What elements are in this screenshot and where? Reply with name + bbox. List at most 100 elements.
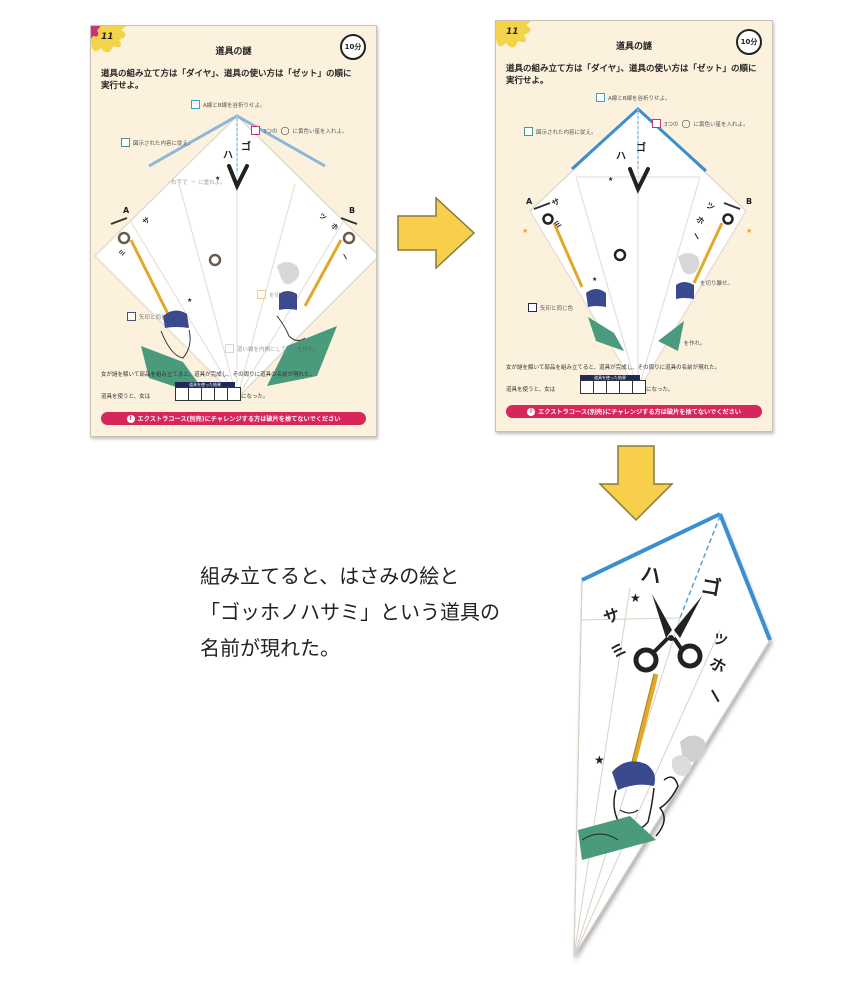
- answer-cell[interactable]: [620, 381, 633, 393]
- time-badge: 10分: [736, 29, 762, 55]
- answer-cell[interactable]: [594, 381, 607, 393]
- extra-course-banner: ! エクストラコース(別売)にチャレンジする方は破片を捨てないでください: [506, 405, 762, 418]
- page-title: 道具の謎: [215, 47, 252, 57]
- kite-diagram: ★ ★ ★ ★: [522, 106, 752, 392]
- checkbox-box[interactable]: [257, 290, 266, 299]
- arrow-right-icon: [397, 196, 476, 270]
- checkbox-box[interactable]: [251, 126, 260, 135]
- instruction-text: 道具の組み立て方は「ダイヤ」、道具の使い方は「ゼット」の順に 実行せよ。: [506, 63, 768, 87]
- checkbox-same-color[interactable]: 矢印と同じ色: [528, 303, 573, 312]
- ring-icon: ◯: [280, 126, 290, 135]
- instruction-line-1: 道具の組み立て方は「ダイヤ」、道具の使い方は「ゼット」の順に: [506, 64, 757, 74]
- checkbox-label: 3つの: [664, 121, 679, 128]
- ring-icon: ◯: [681, 119, 691, 128]
- answer-cell[interactable]: [189, 388, 202, 400]
- extra-course-banner: ! エクストラコース(別売)にチャレンジする方は破片を捨てないでください: [101, 412, 366, 425]
- checkbox-box[interactable]: [652, 119, 661, 128]
- checkbox-box[interactable]: [524, 127, 533, 136]
- flat-diamond-diagram: ★ ★: [94, 114, 376, 399]
- page-number: 11: [101, 32, 114, 42]
- label-b: B: [349, 206, 356, 215]
- label-a: A: [123, 206, 130, 215]
- footer-line-2b: になった。: [241, 394, 269, 400]
- caption-line-1: 組み立てると、はさみの絵と: [200, 564, 460, 588]
- instruction-line-2: 実行せよ。: [101, 81, 144, 91]
- checkbox-label-tail: に黄色い星を入れよ。: [292, 128, 348, 135]
- instruction-line-1: 道具の組み立て方は「ダイヤ」、道具の使い方は「ゼット」の順に: [101, 69, 352, 79]
- checkbox-box[interactable]: [225, 344, 234, 353]
- arrow-down-icon: [598, 445, 674, 522]
- arrow-right-icon: →: [676, 340, 681, 346]
- checkbox-label: を切り離せ。: [700, 281, 734, 287]
- alert-icon: !: [527, 407, 536, 416]
- checkbox-label: 右手で: [171, 180, 188, 186]
- time-badge: 10分: [340, 34, 366, 60]
- caption-line-2: 「ゴッホノハサミ」という道具の: [200, 600, 500, 624]
- paint-splash-icon: [91, 26, 126, 53]
- answer-cell[interactable]: [215, 388, 228, 400]
- answer-cell[interactable]: [581, 381, 594, 393]
- checkbox-box[interactable]: [596, 93, 605, 102]
- svg-text:★: ★: [630, 591, 641, 605]
- checkbox-three-rings[interactable]: 3つの ◯ に黄色い星を入れよ。: [652, 119, 748, 128]
- checkbox-label: 矢印と同じ色: [139, 314, 173, 321]
- footer-line-2a: 道具を使うと、女は: [101, 394, 151, 400]
- extra-course-text: エクストラコース(別売)にチャレンジする方は破片を捨てないでください: [137, 416, 341, 423]
- arrow-right-icon: →: [190, 179, 196, 185]
- page-title: 道具の謎: [615, 42, 652, 52]
- instruction-line-2: 実行せよ。: [506, 76, 549, 86]
- result-caption: 組み立てると、はさみの絵と 「ゴッホノハサミ」という道具の 名前が現れた。: [200, 558, 500, 666]
- checkbox-label: A線とB線を谷折りせよ。: [608, 95, 671, 102]
- kana-go: ゴ: [636, 143, 646, 154]
- checkbox-same-color[interactable]: 矢印と同じ色: [127, 312, 172, 321]
- folded-kana-tsu: ツ: [711, 631, 730, 651]
- svg-text:★: ★: [746, 227, 752, 235]
- checkbox-fold-ab[interactable]: A線とB線を谷折りせよ。: [191, 100, 266, 109]
- checkbox-box[interactable]: [127, 312, 136, 321]
- checkbox-label: 道い線を内側にして: [237, 346, 287, 353]
- answer-label: 道具を使った結果: [175, 382, 235, 387]
- checkbox-arrow[interactable]: → を作れ。: [676, 339, 706, 347]
- answer-cell[interactable]: [176, 388, 189, 400]
- answer-label: 道具を使った結果: [580, 375, 640, 380]
- folded-kana-go: ゴ: [699, 573, 723, 600]
- footer-line-2a: 道具を使うと、女は: [506, 387, 556, 393]
- checkbox-box[interactable]: [191, 100, 200, 109]
- arrow-right-icon: →: [289, 345, 294, 352]
- answer-grid[interactable]: [175, 387, 241, 401]
- checkbox-right-hand[interactable]: 右手で → に重ねよ。: [171, 178, 226, 186]
- answer-cell[interactable]: [228, 388, 240, 400]
- checkbox-label-tail: を作れ。: [296, 346, 320, 353]
- checkbox-box[interactable]: [528, 303, 537, 312]
- answer-cell[interactable]: [202, 388, 215, 400]
- checkbox-follow[interactable]: 図示された内容に従え。: [121, 138, 194, 147]
- folded-kana-ha: ハ: [639, 561, 663, 588]
- checkbox-three-rings[interactable]: 3つの ◯ に黄色い星を入れよ。: [251, 126, 347, 135]
- worksheet-folded: 11 道具の謎 10分 道具の組み立て方は「ダイヤ」、道具の使い方は「ゼット」の…: [495, 20, 773, 432]
- extra-course-text: エクストラコース(別売)にチャレンジする方は破片を捨てないでください: [538, 409, 741, 416]
- paint-splash-icon: [496, 21, 531, 48]
- answer-cell[interactable]: [633, 381, 645, 393]
- checkbox-follow[interactable]: 図示された内容に従え。: [524, 127, 597, 136]
- checkbox-label: 図示された内容に従え。: [536, 129, 597, 136]
- alert-icon: !: [126, 414, 135, 423]
- footer-line-1: 女が謎を解いて部品を組み立てると、道具が完成し、その周りに道具の名前が現れた。: [101, 372, 316, 378]
- checkbox-box[interactable]: [121, 138, 130, 147]
- label-b: B: [746, 197, 753, 206]
- label-a: A: [526, 197, 533, 206]
- checkbox-label: A線とB線を谷折りせよ。: [203, 102, 266, 109]
- svg-text:★: ★: [594, 753, 605, 767]
- checkbox-cut[interactable]: を切り離せ。: [257, 290, 302, 299]
- checkbox-label: 矢印と同じ色: [540, 305, 574, 312]
- kana-ha: ハ: [223, 150, 233, 161]
- checkbox-label: を切り離せ。: [269, 292, 303, 299]
- svg-text:★: ★: [608, 176, 613, 183]
- checkbox-label-tail: に黄色い星を入れよ。: [693, 121, 749, 128]
- checkbox-arrow[interactable]: 道い線を内側にして → を作れ。: [225, 344, 319, 353]
- checkbox-cut[interactable]: を切り離せ。: [700, 279, 733, 287]
- checkbox-fold-ab[interactable]: A線とB線を谷折りせよ。: [596, 93, 671, 102]
- footer-line-1: 女が謎を解いて部品を組み立てると、道具が完成し、その周りに道具の名前が現れた。: [506, 365, 721, 371]
- kana-ha: ハ: [616, 151, 626, 162]
- answer-cell[interactable]: [607, 381, 620, 393]
- answer-grid[interactable]: [580, 380, 646, 394]
